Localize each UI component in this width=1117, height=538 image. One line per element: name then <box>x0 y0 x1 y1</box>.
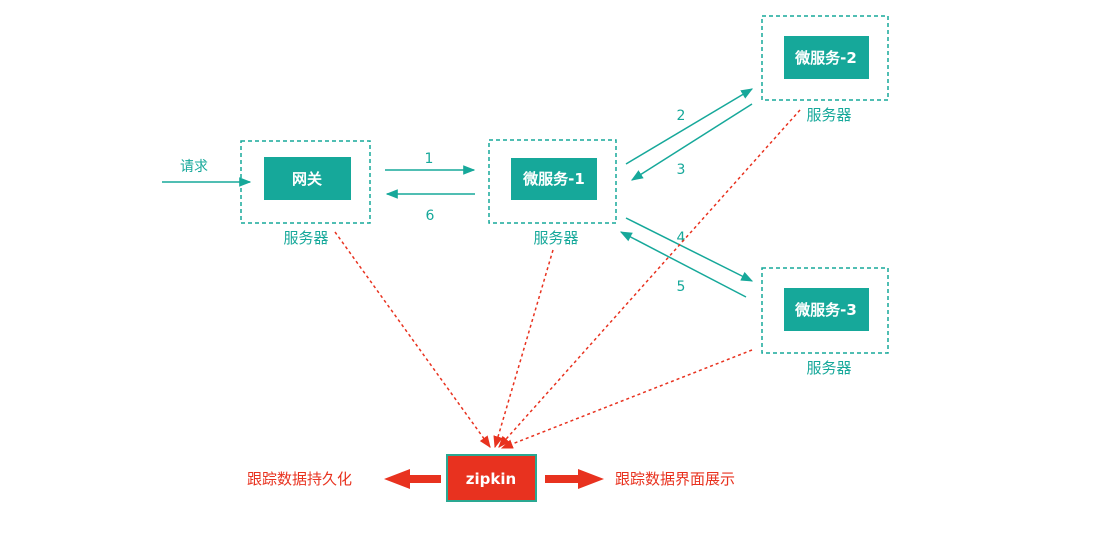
edge-4: 4 <box>625 217 754 282</box>
ms3-node <box>784 288 869 331</box>
ms2-server-label: 服务器 <box>806 106 851 124</box>
gateway-server-label: 服务器 <box>283 229 328 247</box>
edge-4-label: 4 <box>677 230 686 246</box>
gateway-server-frame <box>240 140 371 224</box>
ms2-node <box>784 36 869 79</box>
zipkin-right-arrow <box>545 469 604 489</box>
ms3-server-label: 服务器 <box>806 359 851 377</box>
ui-display-label: 跟踪数据界面展示 <box>615 470 735 488</box>
ms1-server: 微服务-1 服务器 <box>488 139 617 247</box>
gateway-label: 网关 <box>292 170 322 188</box>
ms1-server-label: 服务器 <box>533 229 578 247</box>
zipkin-label: zipkin <box>466 470 516 488</box>
request-edge: 请求 <box>162 159 252 187</box>
trace-edges <box>334 109 801 449</box>
edge-6: 6 <box>385 189 475 224</box>
gateway-server: 网关 服务器 <box>240 140 371 247</box>
edge-2: 2 <box>625 88 754 165</box>
ms1-label: 微服务-1 <box>522 170 585 188</box>
zipkin-box <box>446 454 537 502</box>
ms3-server: 微服务-3 服务器 <box>761 267 889 377</box>
edge-3: 3 <box>630 103 753 181</box>
trace-edge-ms1 <box>493 249 554 449</box>
ms3-label: 微服务-3 <box>794 301 857 319</box>
trace-edge-gateway <box>334 231 491 448</box>
zipkin-node: zipkin <box>446 454 537 502</box>
trace-edge-ms3 <box>500 349 753 449</box>
edge-1-label: 1 <box>425 151 434 167</box>
zipkin-left-arrow <box>384 469 441 489</box>
ms2-label: 微服务-2 <box>794 49 857 67</box>
request-label: 请求 <box>180 159 208 175</box>
ms1-server-frame <box>488 139 617 224</box>
ms2-server-frame <box>761 15 889 101</box>
edge-1: 1 <box>385 151 476 175</box>
gateway-node <box>264 157 351 200</box>
edge-6-label: 6 <box>426 208 435 224</box>
ms1-node <box>511 158 597 200</box>
edge-5: 5 <box>619 231 747 298</box>
edge-3-label: 3 <box>677 162 686 178</box>
persistence-label: 跟踪数据持久化 <box>247 470 352 488</box>
edge-2-label: 2 <box>677 108 686 124</box>
edge-5-label: 5 <box>677 279 686 295</box>
ms3-server-frame <box>761 267 889 354</box>
ms2-server: 微服务-2 服务器 <box>761 15 889 124</box>
